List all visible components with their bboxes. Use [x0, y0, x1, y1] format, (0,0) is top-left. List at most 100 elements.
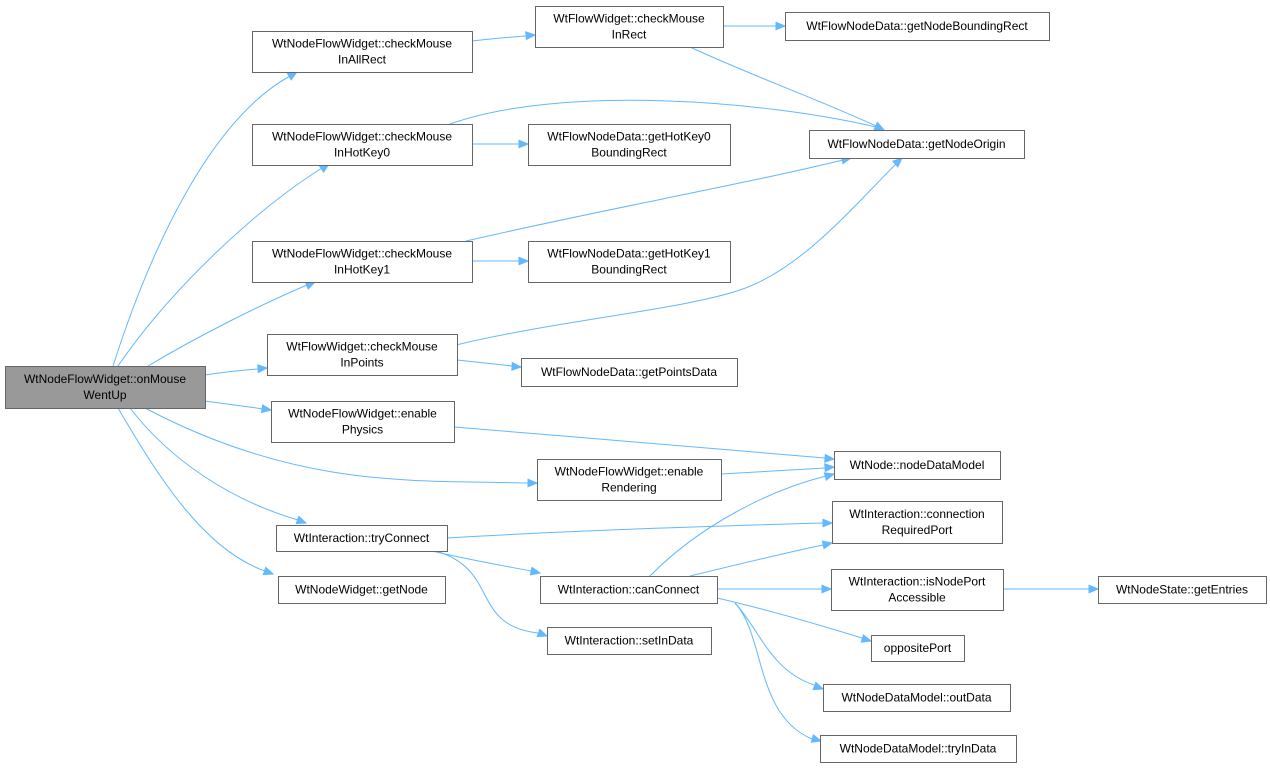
node-label-line: WtNodeDataModel::tryInData: [840, 742, 997, 756]
node-label-line: WtNodeFlowWidget::checkMouse: [272, 247, 452, 261]
edge-line: [649, 475, 827, 577]
node-label-line: WtNodeWidget::getNode: [295, 583, 428, 597]
node-box: [528, 241, 731, 283]
arrowhead: [860, 634, 873, 643]
node-pointsData[interactable]: WtFlowNodeData::getPointsData: [521, 358, 738, 387]
edge-line: [204, 400, 264, 410]
edge-line: [204, 368, 260, 376]
arrowhead: [824, 463, 836, 473]
node-label-line: Physics: [342, 423, 383, 437]
edge-line: [435, 550, 539, 634]
node-box: [547, 627, 712, 655]
node-setInData[interactable]: WtInteraction::setInData: [547, 627, 712, 655]
node-tryConnect[interactable]: WtInteraction::tryConnect: [276, 525, 448, 552]
edge-root-to-rendering: [144, 407, 539, 488]
edge-fwInRect-to-origin: [689, 46, 886, 131]
edge-line: [112, 75, 291, 367]
edge-tryConnect-to-connReq: [446, 518, 834, 539]
edge-root-to-inPoints: [204, 364, 269, 376]
edge-tryConnect-to-canConnect: [431, 550, 542, 576]
edge-line: [449, 99, 877, 128]
node-dataModel[interactable]: WtNode::nodeDataModel: [834, 451, 1001, 480]
node-label-line: WtNode::nodeDataModel: [850, 458, 985, 472]
node-box: [252, 31, 473, 73]
node-label-line: WtInteraction::isNodePort: [849, 575, 986, 589]
node-box: [823, 684, 1011, 712]
edge-allRect-to-fwInRect: [471, 31, 537, 42]
node-label-line: WentUp: [83, 388, 126, 402]
node-box: [271, 401, 455, 443]
edge-canConnect-to-opposite: [716, 597, 873, 643]
arrowhead: [511, 361, 523, 371]
node-label-line: oppositePort: [884, 641, 952, 655]
node-origin[interactable]: WtFlowNodeData::getNodeOrigin: [809, 130, 1025, 159]
edge-line: [689, 46, 877, 127]
node-label-line: InAllRect: [338, 53, 387, 67]
node-tryInData[interactable]: WtNodeDataModel::tryInData: [820, 735, 1017, 763]
edge-line: [720, 467, 826, 475]
node-box: [521, 358, 738, 387]
arrowhead: [775, 21, 787, 31]
node-getNode[interactable]: WtNodeWidget::getNode: [278, 576, 446, 604]
node-opposite[interactable]: oppositePort: [871, 635, 965, 662]
node-label-line: WtFlowNodeData::getHotKey0: [547, 130, 711, 144]
arrowhead: [824, 453, 836, 463]
edge-line: [431, 550, 532, 572]
node-label-line: WtInteraction::canConnect: [558, 583, 700, 597]
arrowhead: [821, 584, 833, 594]
node-box: [1098, 576, 1267, 604]
edge-root-to-tryConnect: [129, 407, 308, 525]
node-box: [820, 735, 1017, 763]
arrowhead: [525, 31, 537, 41]
arrowhead: [529, 566, 542, 576]
node-label-line: WtFlowWidget::checkMouse: [286, 340, 438, 354]
node-label-line: InPoints: [340, 356, 383, 370]
node-label-line: BoundingRect: [591, 263, 667, 277]
node-box: [278, 576, 446, 604]
edge-canConnect-to-tryInData: [734, 602, 823, 743]
node-bounding[interactable]: WtFlowNodeData::getNodeBoundingRect: [785, 12, 1050, 41]
node-entries[interactable]: WtNodeState::getEntries: [1098, 576, 1267, 604]
arrowhead: [518, 256, 530, 266]
edge-inPoints-to-origin: [455, 157, 903, 346]
node-outData[interactable]: WtNodeDataModel::outData: [823, 684, 1011, 712]
edges-layer: [112, 21, 1100, 743]
edge-root-to-physics: [204, 400, 273, 414]
arrowhead: [257, 364, 269, 374]
edge-tryConnect-to-setInData: [435, 550, 549, 638]
edge-line: [734, 602, 813, 740]
node-box: [535, 6, 724, 48]
node-label-line: Accessible: [888, 591, 946, 605]
edge-line: [129, 407, 299, 521]
node-box: [809, 130, 1025, 159]
node-box: [834, 451, 1001, 480]
edge-line: [471, 35, 527, 42]
node-canConnect[interactable]: WtInteraction::canConnect: [540, 576, 718, 604]
edge-line: [446, 522, 824, 539]
node-label-line: WtNodeFlowWidget::enable: [555, 465, 704, 479]
edge-rendering-to-dataModel: [720, 463, 836, 475]
edge-line: [455, 163, 897, 346]
edge-hotKey1-to-hk1Rect: [472, 256, 530, 266]
edge-line: [117, 407, 266, 572]
node-label-line: RequiredPort: [882, 523, 953, 537]
node-label-line: InHotKey0: [334, 146, 390, 160]
edge-canConnect-to-dataModel: [649, 472, 836, 577]
node-box: [252, 124, 473, 166]
node-box: [871, 635, 965, 662]
arrowhead: [1088, 584, 1100, 594]
edge-line: [465, 159, 844, 242]
edge-line: [147, 284, 308, 367]
